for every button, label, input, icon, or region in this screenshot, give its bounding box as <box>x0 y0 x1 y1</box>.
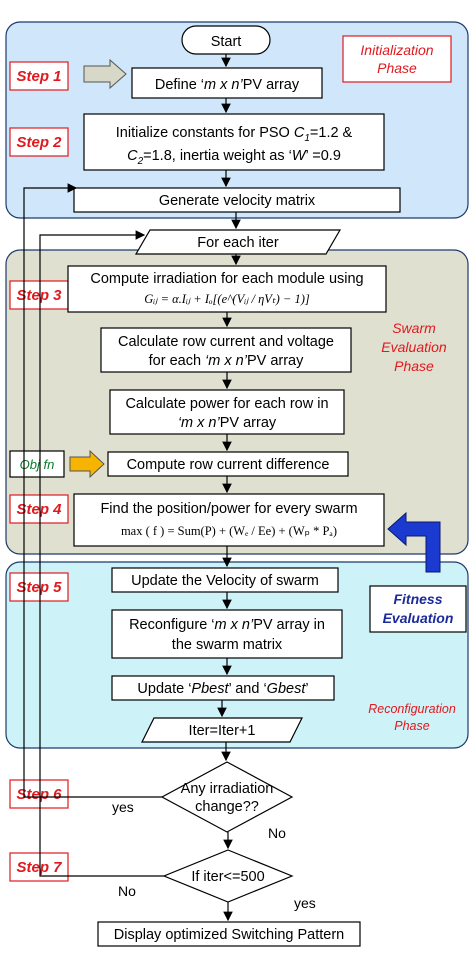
step3-label: Step 3 <box>16 287 62 304</box>
reconfigure-line2: the swarm matrix <box>172 637 283 653</box>
initialize-constants-line1: Initialize constants for PSO C1=1.2 & <box>116 125 353 144</box>
update-pbest-gbest-label: Update ‘Pbest’ and ‘Gbest’ <box>137 681 308 697</box>
iter-increment-label: Iter=Iter+1 <box>189 723 256 739</box>
swarm-phase-label-line1: Swarm <box>392 320 436 336</box>
calculate-power-node <box>109 389 345 435</box>
step1-arrow-icon <box>83 58 127 90</box>
reconfiguration-phase-label-line1: Reconfiguration <box>368 702 456 716</box>
step6-label: Step 6 <box>16 786 62 803</box>
step2-label: Step 2 <box>16 134 62 151</box>
step2-box <box>9 127 69 157</box>
initialization-phase-label-line1: Initialization <box>360 42 433 58</box>
initialization-phase-label-box <box>342 35 452 83</box>
generate-velocity-node <box>73 187 401 213</box>
dec2-no-label: No <box>118 883 136 899</box>
reconfigure-pv-array-node <box>111 609 343 659</box>
dec1-no-label: No <box>268 825 286 841</box>
iter-increment-node <box>141 717 303 743</box>
step5-box <box>9 572 69 602</box>
swarm-phase-label-line3: Phase <box>394 358 434 374</box>
row-current-voltage-node <box>100 327 352 373</box>
step1-label: Step 1 <box>16 68 61 85</box>
fitness-label-line2: Evaluation <box>383 610 454 626</box>
swarm-phase-label-line2: Evaluation <box>381 339 447 355</box>
iter-limit-label: If iter<=500 <box>191 869 264 885</box>
reconfiguration-phase-label-line2: Phase <box>394 719 429 733</box>
calculate-power-line1: Calculate power for each row in <box>125 396 328 412</box>
define-pv-array-node <box>131 67 323 99</box>
define-pv-array-label: Define ‘m x n’PV array <box>155 77 300 93</box>
find-position-node <box>73 493 385 547</box>
row-current-voltage-line1: Calculate row current and voltage <box>118 334 334 350</box>
objfn-arrow-icon <box>69 449 105 479</box>
fitness-formula: max ( f ) = Sum(P) + (Wₑ / Ee) + (Wₚ * P… <box>121 524 337 538</box>
flow-dec2-no-loop <box>39 230 164 877</box>
irradiation-change-decision <box>160 761 294 833</box>
objfn-label: Obj fn <box>20 457 55 472</box>
step4-box <box>9 494 69 524</box>
row-current-difference-label: Compute row current difference <box>127 457 330 473</box>
update-velocity-node <box>111 567 339 593</box>
flow-dec1-yes-loop <box>23 183 162 798</box>
start-label: Start <box>211 34 242 50</box>
dec1-yes-label: yes <box>112 799 134 815</box>
compute-irradiation-line1: Compute irradiation for each module usin… <box>90 271 363 287</box>
initialization-phase-label-line2: Phase <box>377 60 417 76</box>
irradiation-change-line1: Any irradiation <box>181 781 274 797</box>
for-each-iter-node <box>134 229 342 255</box>
generate-velocity-label: Generate velocity matrix <box>159 193 316 209</box>
initialize-constants-line2: C2=1.8, inertia weight as ‘W’ =0.9 <box>127 148 341 167</box>
irradiation-formula: Gᵢⱼ = α.Iᵢⱼ + Iₒ[(e^(Vᵢⱼ / ηVₜ) − 1)] <box>144 292 310 306</box>
display-switching-pattern-node <box>97 921 361 947</box>
step6-box <box>9 779 69 809</box>
row-current-voltage-line2: for each ‘m x n’PV array <box>149 353 304 369</box>
update-velocity-label: Update the Velocity of swarm <box>131 573 319 589</box>
reconfigure-line1: Reconfigure ‘m x n’PV array in <box>129 617 325 633</box>
find-position-line1: Find the position/power for every swarm <box>100 501 357 517</box>
step3-box <box>9 280 69 310</box>
step4-label: Step 4 <box>16 501 62 518</box>
fitness-evaluation-label-box <box>369 585 467 633</box>
display-switching-pattern-label: Display optimized Switching Pattern <box>114 927 345 943</box>
objfn-box <box>9 450 65 478</box>
row-current-difference-node <box>107 451 349 477</box>
step7-label: Step 7 <box>16 859 62 876</box>
step1-box <box>9 61 69 91</box>
dec2-yes-label: yes <box>294 895 316 911</box>
step5-label: Step 5 <box>16 579 62 596</box>
for-each-iter-label: For each iter <box>197 235 279 251</box>
fitness-label-line1: Fitness <box>393 591 442 607</box>
irradiation-change-line2: change?? <box>195 799 259 815</box>
initialize-constants-node <box>83 113 385 171</box>
calculate-power-line2: ‘m x n’PV array <box>178 415 277 431</box>
fitness-feedback-arrow-icon <box>387 511 441 573</box>
compute-irradiation-node <box>67 265 387 313</box>
update-pbest-gbest-node <box>111 675 335 701</box>
